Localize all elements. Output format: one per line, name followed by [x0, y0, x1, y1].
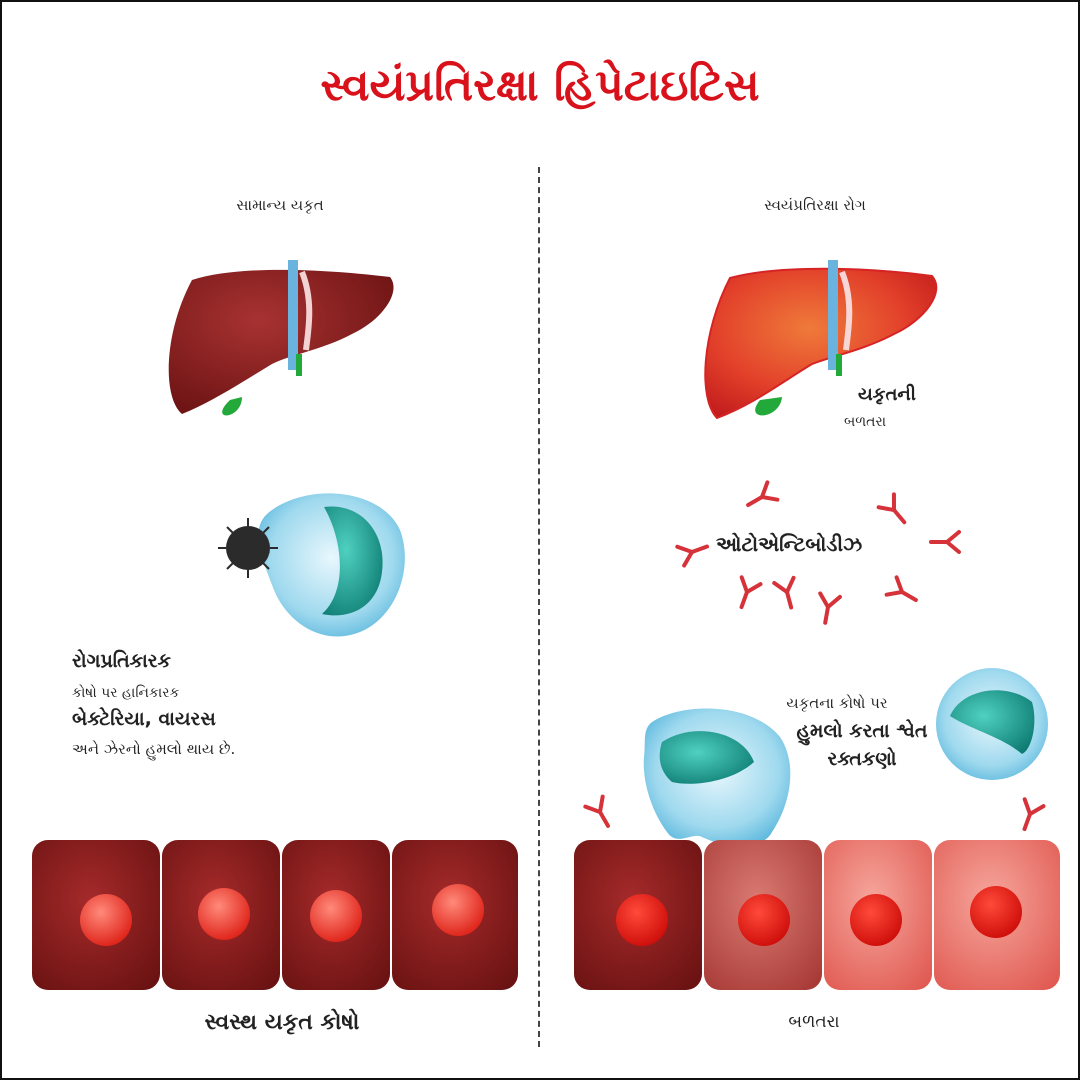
immune-label-line4: અને ઝેરનો હુમલો થાય છે.	[72, 740, 236, 758]
divider	[538, 167, 540, 1047]
virus-icon	[218, 518, 278, 578]
healthy-liver	[168, 260, 394, 416]
right-heading: સ્વયંપ્રતિરક્ષા રોગ	[764, 196, 866, 214]
healthy-cells	[32, 840, 518, 990]
attack-text-line3: રક્તકણો	[827, 748, 897, 770]
autoantibodies-label: ઓટોએન્ટિબોડીઝ	[716, 532, 863, 556]
inflamed-liver	[704, 260, 938, 420]
left-heading: સામાન્ય યકૃત	[236, 196, 324, 214]
inflamed-cells	[574, 840, 1060, 990]
healthy-cells-label: સ્વસ્થ યકૃત કોષો	[204, 1010, 360, 1035]
inflamed-cells-label: બળતરા	[788, 1012, 840, 1032]
page-title: સ્વયંપ્રતિરક્ષા હિપેટાઇટિસ	[320, 60, 760, 111]
attack-text-line2: હુમલો કરતા શ્વેત	[796, 720, 928, 742]
immune-label-line2: કોષો પર હાનિકારક	[72, 685, 180, 701]
white-blood-cells	[643, 668, 1048, 846]
inflamed-liver-line2: બળતરા	[844, 414, 887, 430]
immune-cell-with-virus	[218, 493, 405, 637]
immune-label-line1: રોગપ્રતિકારક	[72, 650, 171, 672]
inflamed-liver-line1: યકૃતની	[858, 384, 916, 405]
immune-label-line3: બેક્ટેરિયા, વાયરસ	[72, 708, 216, 730]
attack-text-line1: યકૃતના કોષો પર	[786, 694, 888, 712]
